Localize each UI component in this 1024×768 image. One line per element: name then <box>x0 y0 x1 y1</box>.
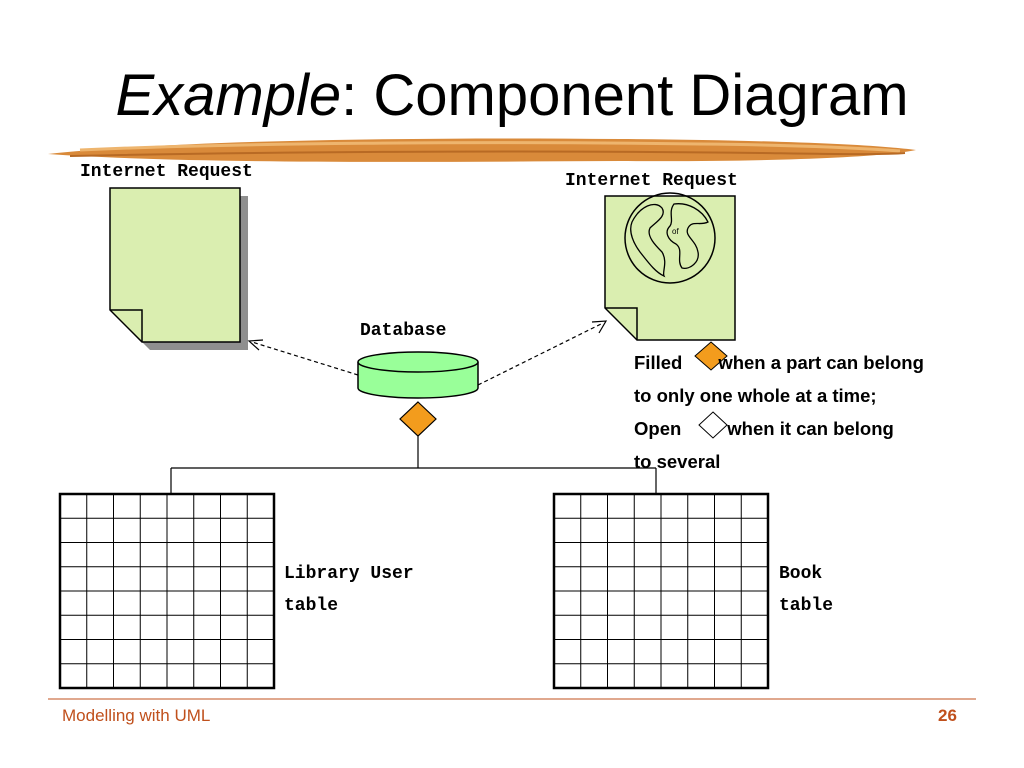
note-open-word: Open <box>634 418 682 439</box>
aggregation-connector <box>170 401 657 494</box>
book-table-label-line2: table <box>779 596 834 616</box>
left-internet-request-label: Internet Request <box>80 162 253 182</box>
dependency-arrow-right <box>477 320 608 386</box>
right-internet-request-page: of <box>604 192 736 341</box>
database-cylinder <box>357 351 479 399</box>
book-table-grid <box>552 492 770 690</box>
open-diamond-icon <box>698 411 728 439</box>
library-user-table-grid <box>58 492 276 690</box>
note-line-4: to several <box>634 451 721 472</box>
dependency-arrow-left <box>247 339 359 376</box>
note-line-3: Open when it can belong <box>634 412 1014 445</box>
database-label: Database <box>360 321 447 341</box>
title-brushstroke <box>48 138 916 162</box>
slide-title: Example: Component Diagram <box>0 62 1024 129</box>
library-user-table-label: Library User <box>284 564 414 584</box>
filled-diamond-icon <box>399 401 437 437</box>
note-line-1: Filled when a part can belong <box>634 346 1014 379</box>
svg-text:of: of <box>672 227 679 236</box>
title-italic: Example <box>115 63 342 128</box>
page-number: 26 <box>938 706 957 725</box>
left-internet-request-page <box>109 187 248 350</box>
right-internet-request-label: Internet Request <box>565 171 738 191</box>
globe-icon: of <box>624 192 716 284</box>
note-line-2: to only one whole at a time; <box>634 385 877 406</box>
note-line1-rest: when a part can belong <box>718 352 924 373</box>
book-table-label: Book <box>779 564 823 584</box>
footer-title: Modelling with UML <box>62 706 211 725</box>
note-filled-diamond-icon <box>694 341 728 371</box>
note-line3-rest: when it can belong <box>727 418 894 439</box>
aggregation-note: Filled when a part can belong to only one… <box>634 346 1014 478</box>
library-user-table-label-line2: table <box>284 596 339 616</box>
note-filled-word: Filled <box>634 352 683 373</box>
title-rest: : Component Diagram <box>341 63 909 128</box>
